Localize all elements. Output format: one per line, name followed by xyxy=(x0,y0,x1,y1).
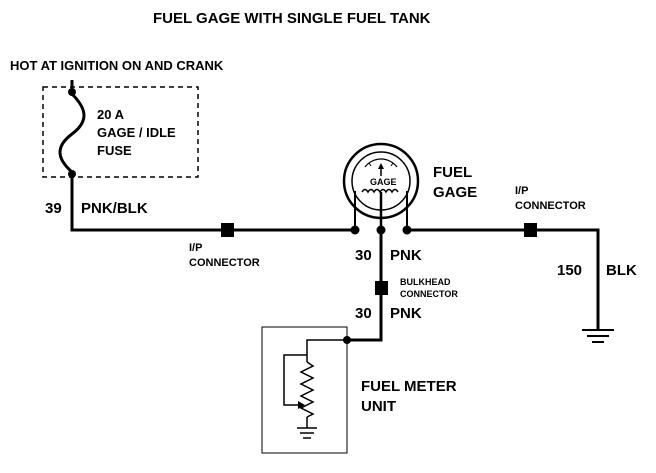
circuit-39-label: 39 xyxy=(45,200,62,217)
ip-connector-left xyxy=(221,223,234,237)
ip-connector-right-label-2: CONNECTOR xyxy=(515,200,586,212)
fuse-box xyxy=(42,86,199,178)
wire-150-blk xyxy=(407,228,600,330)
power-source-label: HOT AT IGNITION ON AND CRANK xyxy=(10,58,224,73)
fuse-symbol xyxy=(58,80,86,178)
diagram-title: FUEL GAGE WITH SINGLE FUEL TANK xyxy=(153,10,431,27)
fuel-gage-symbol xyxy=(342,142,420,230)
wire-39-pnk-blk xyxy=(70,174,355,232)
circuit-150-label: 150 xyxy=(557,262,583,279)
bulkhead-connector xyxy=(375,281,388,295)
fuel-meter-unit-label-1: FUEL METER xyxy=(361,378,457,395)
bulkhead-connector-label-1: BULKHEAD xyxy=(400,277,451,287)
fuse-type-label: FUSE xyxy=(97,143,132,158)
wire-color-30-upper-label: PNK xyxy=(390,247,422,264)
fuel-gage-label-1: FUEL xyxy=(433,164,473,181)
wire-color-39-label: PNK/BLK xyxy=(81,200,148,217)
wire-30-pnk xyxy=(347,230,383,342)
ground-symbol xyxy=(582,329,614,343)
fuel-meter-unit-label-2: UNIT xyxy=(361,398,396,415)
wire-color-150-label: BLK xyxy=(606,262,637,279)
fuel-gage-label-2: GAGE xyxy=(433,184,478,201)
bulkhead-connector-label-2: CONNECTOR xyxy=(400,289,458,299)
ip-connector-left-label-1: I/P xyxy=(189,242,203,254)
variable-resistor-symbol xyxy=(283,339,347,439)
gage-face-label: GAGE xyxy=(370,177,397,187)
fuse-rating-label: 20 A xyxy=(97,107,124,122)
ip-connector-right-label-1: I/P xyxy=(515,185,529,197)
fuel-meter-unit-box xyxy=(261,326,348,454)
circuit-30-upper-label: 30 xyxy=(355,247,372,264)
fuse-name-label: GAGE / IDLE xyxy=(97,125,176,140)
ip-connector-right xyxy=(524,223,537,237)
ip-connector-left-label-2: CONNECTOR xyxy=(189,257,260,269)
circuit-30-lower-label: 30 xyxy=(355,305,372,322)
wire-color-30-lower-label: PNK xyxy=(390,305,422,322)
